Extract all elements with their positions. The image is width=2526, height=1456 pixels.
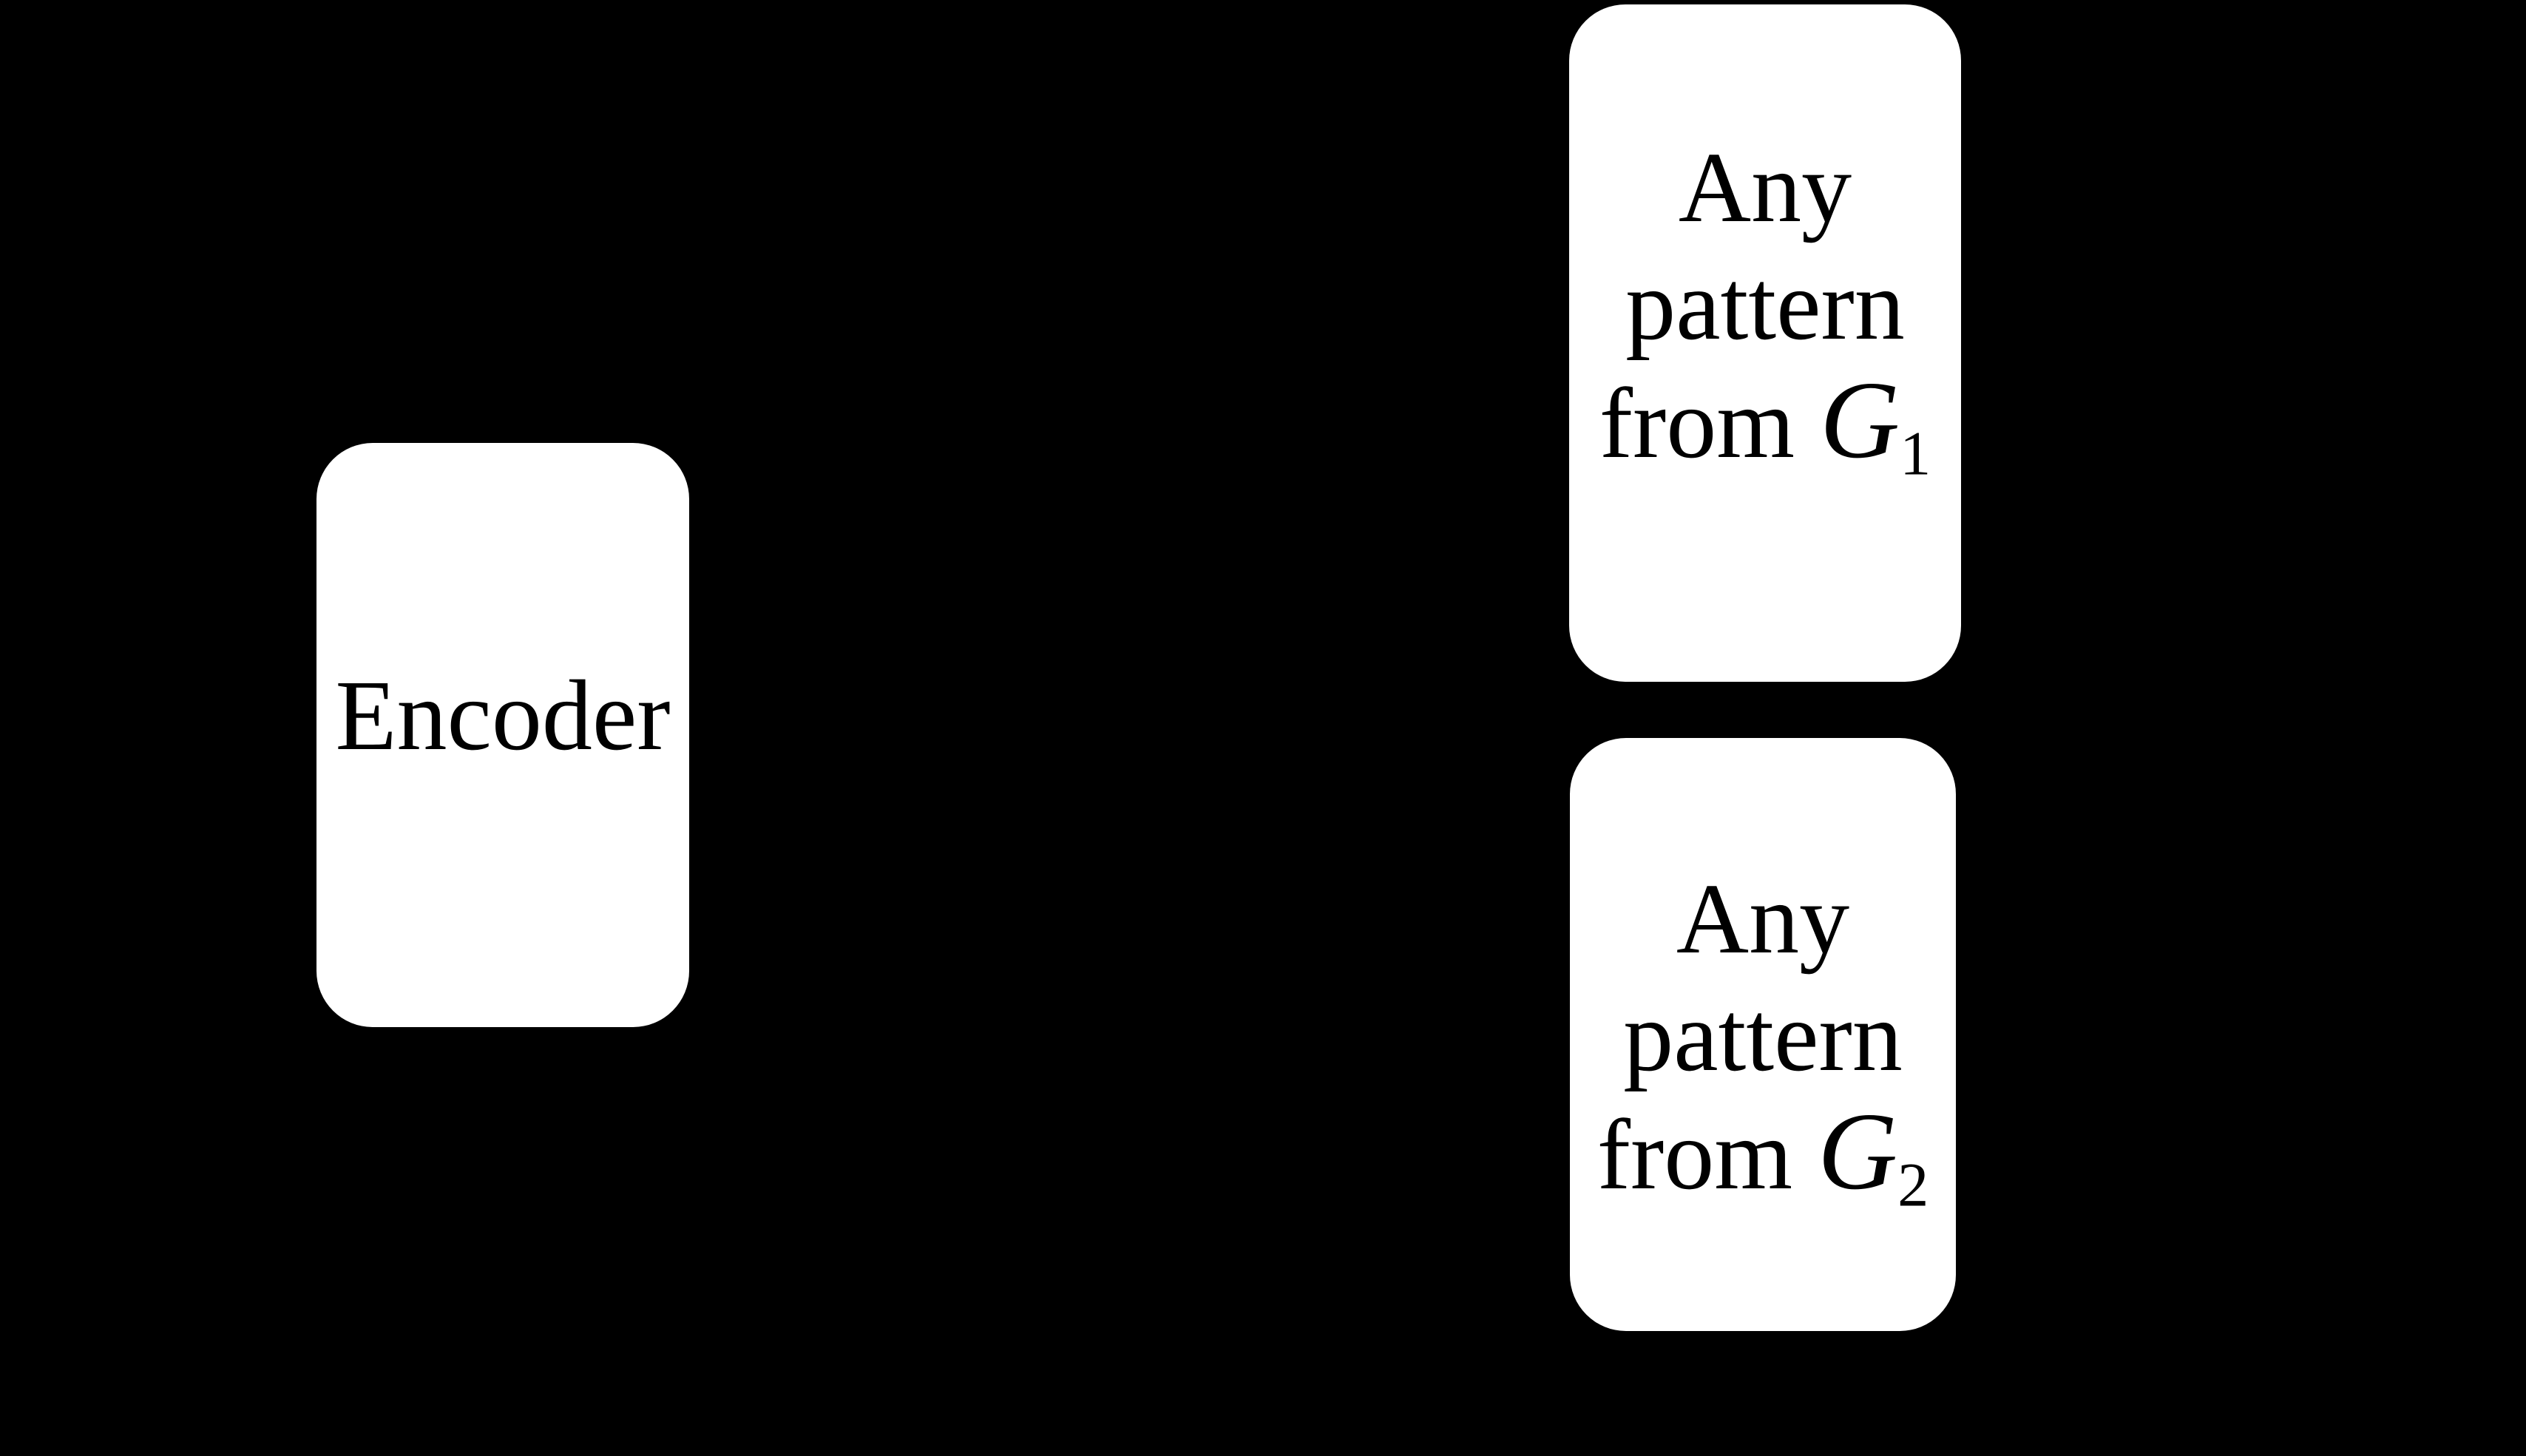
pattern-g1-from-text: from (1599, 368, 1795, 479)
pattern-g2-label: Any pattern from G2 (1596, 861, 1929, 1216)
encoder-box: Encoder (316, 443, 689, 1027)
pattern-g1-line-3: from G1 (1599, 365, 1931, 485)
pattern-g2-line-1: Any (1676, 864, 1850, 975)
pattern-g1-line-1: Any (1678, 132, 1852, 244)
pattern-g1-box: Any pattern from G1 (1569, 4, 1961, 682)
script-g-subscript-2: 2 (1897, 1151, 1929, 1220)
pattern-g1-line-2: pattern (1625, 250, 1905, 362)
script-g-symbol: G (1820, 359, 1900, 481)
pattern-g2-line-3: from G2 (1596, 1096, 1929, 1216)
pattern-g1-label: Any pattern from G1 (1599, 129, 1931, 485)
script-g-subscript-1: 1 (1900, 419, 1931, 489)
pattern-g2-box: Any pattern from G2 (1570, 738, 1956, 1331)
pattern-g2-from-text: from (1596, 1099, 1793, 1210)
script-g-symbol: G (1818, 1090, 1898, 1213)
pattern-g2-line-2: pattern (1623, 981, 1903, 1093)
encoder-label: Encoder (335, 660, 671, 772)
